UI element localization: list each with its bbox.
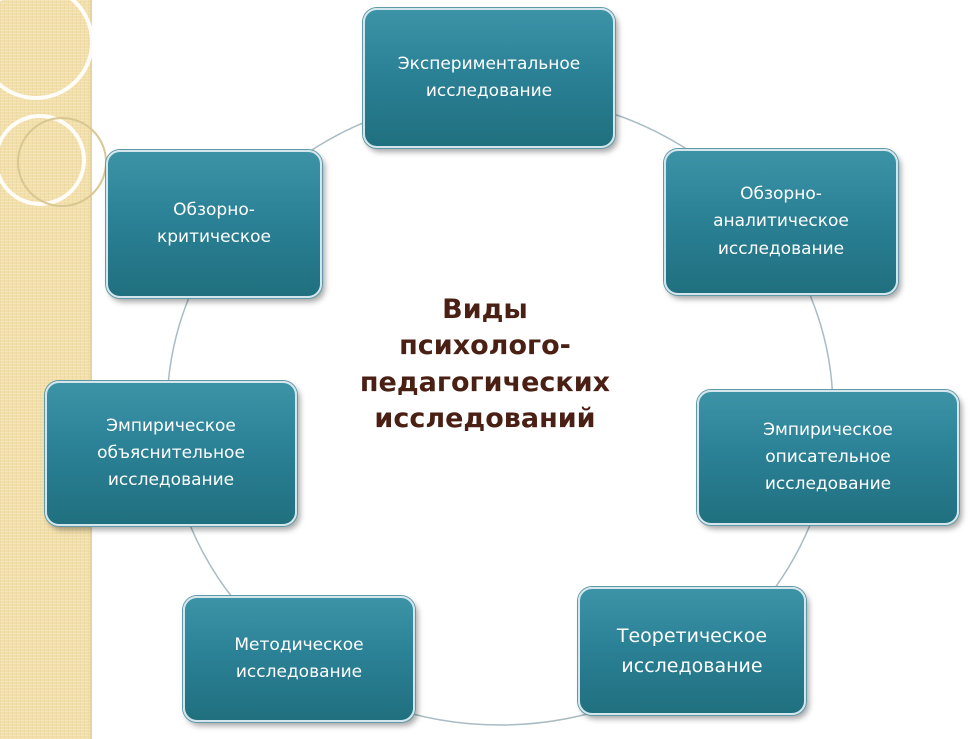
node-experimental-research: Экспериментальное исследование [363, 8, 615, 148]
diagram-title: Виды психолого- педагогических исследова… [359, 294, 611, 435]
node-empirical-descriptive-research: Эмпирическое описательное исследование [697, 390, 959, 525]
node-methodical-research: Методическое исследование [183, 596, 415, 722]
node-empirical-explanatory-research: Эмпирическое объяснительное исследование [45, 381, 297, 526]
node-review-critical-research: Обзорно- критическое [106, 150, 322, 298]
side-divider [90, 0, 92, 739]
node-theoretical-research: Теоретическое исследование [578, 587, 806, 715]
node-review-analytical-research: Обзорно- аналитическое исследование [664, 149, 898, 295]
